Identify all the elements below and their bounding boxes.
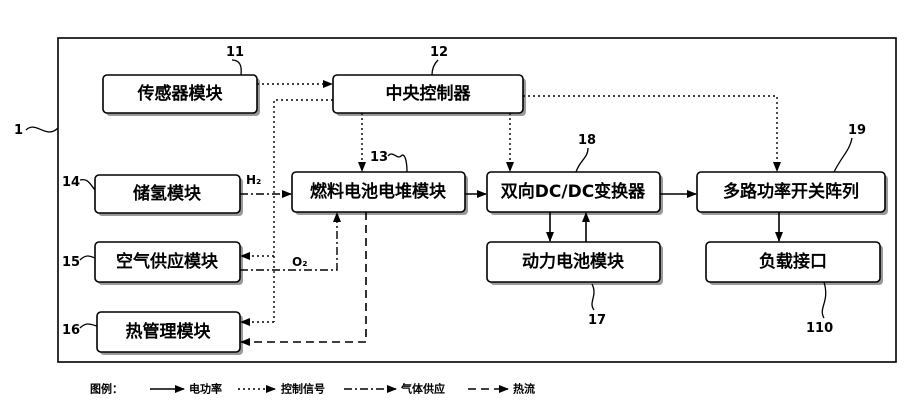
block-thermal-management-text: 热管理模块: [126, 321, 212, 342]
leader-fuel-cell-stack: [388, 154, 407, 172]
block-sensor-text: 传感器模块: [137, 83, 224, 104]
block-fuel-cell-stack-text: 燃料电池电堆模块: [310, 181, 447, 202]
block-sensor: 传感器模块: [103, 75, 260, 116]
block-h2-storage-text: 储氢模块: [133, 183, 202, 204]
block-power-battery-text: 动力电池模块: [522, 251, 625, 272]
label-thermal-management: 16: [62, 323, 80, 338]
block-bidirectional-dcdc-text: 双向DC/DC变换器: [501, 181, 646, 202]
label-bidirectional-dcdc: 18: [578, 133, 596, 148]
leader-power-switch-array: [834, 138, 852, 172]
legend-control-text: 控制信号: [281, 382, 325, 396]
label-h2-storage: 14: [62, 175, 80, 190]
block-power-switch-array: 多路功率开关阵列: [697, 172, 888, 215]
block-air-supply-text: 空气供应模块: [116, 251, 219, 272]
leader-power-battery: [592, 284, 594, 310]
legend-gas-text: 气体供应: [400, 382, 445, 396]
arrow-heat-to-thermal: [241, 212, 366, 342]
block-load-interface: 负载接口: [706, 242, 883, 285]
block-power-battery: 动力电池模块: [487, 242, 663, 285]
leader-sensor: [232, 60, 241, 75]
label-sensor: 11: [226, 45, 244, 60]
block-fuel-cell-stack: 燃料电池电堆模块: [292, 172, 468, 215]
label-power-battery: 17: [588, 313, 606, 328]
block-thermal-management: 热管理模块: [97, 312, 243, 355]
label-fuel-cell-stack: 13: [370, 150, 388, 165]
leader-load-interface: [822, 282, 825, 318]
arrow-controller-to-switch-array: [523, 96, 777, 171]
block-controller-text: 中央控制器: [386, 83, 472, 104]
leader-bidirectional-dcdc: [576, 148, 588, 172]
gas-h2-label: H₂: [246, 173, 261, 187]
label-frame: 1: [14, 123, 23, 138]
leader-h2-storage: [80, 180, 95, 190]
label-load-interface: 110: [806, 321, 833, 336]
block-load-interface-text: 负载接口: [759, 251, 827, 272]
block-h2-storage: 储氢模块: [95, 175, 243, 216]
legend-power-text: 电功率: [189, 382, 222, 396]
gas-o2-label: O₂: [292, 255, 307, 269]
leader-thermal-management: [80, 324, 97, 328]
block-air-supply: 空气供应模块: [95, 242, 243, 285]
label-air-supply: 15: [62, 255, 80, 270]
legend: 图例： 电功率 控制信号 气体供应 热流: [90, 382, 535, 396]
block-power-switch-array-text: 多路功率开关阵列: [723, 181, 859, 202]
legend-heat-text: 热流: [513, 382, 535, 396]
label-power-switch-array: 19: [848, 123, 866, 138]
leader-frame: [26, 127, 58, 132]
leader-air-supply: [80, 256, 95, 260]
block-controller: 中央控制器: [333, 75, 526, 116]
block-bidirectional-dcdc: 双向DC/DC变换器: [487, 172, 663, 215]
arrow-o2-to-fuel-cell: [240, 213, 337, 270]
leader-controller: [432, 60, 438, 75]
label-controller: 12: [430, 45, 448, 60]
legend-title: 图例：: [90, 382, 123, 396]
